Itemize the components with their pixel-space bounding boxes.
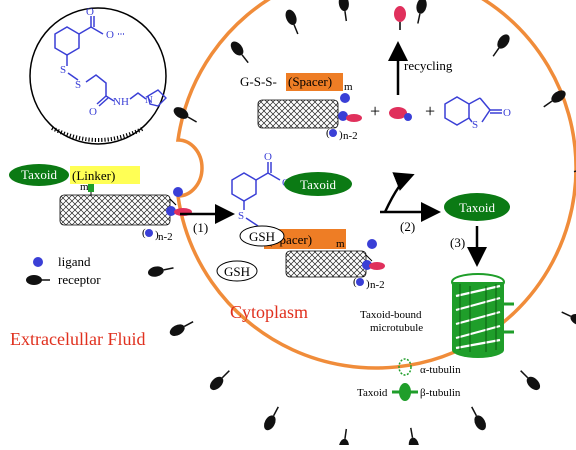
spacer-mid-subscript: m: [336, 238, 345, 250]
gsh-label-2: GSH: [224, 264, 250, 279]
receptor-head: [264, 415, 276, 431]
nanotube-n2-top: n-2: [343, 130, 358, 142]
receptor-stalk: [187, 116, 197, 123]
step1-label: (1): [193, 220, 208, 235]
legend-receptor-label: receptor: [58, 272, 101, 287]
step2-branch-arrow: [383, 172, 415, 213]
spacer-top-subscript: m: [344, 81, 353, 93]
receptor-head: [408, 437, 420, 450]
receptor-head: [230, 41, 244, 56]
taxoid-released-label: Taxoid: [459, 200, 495, 215]
svg-text:(: (: [353, 276, 357, 288]
alpha-tubulin-label: α-tubulin: [420, 364, 461, 376]
receptor-stalk: [417, 13, 421, 24]
receptor-head: [526, 376, 541, 391]
thiolactone-s-label: S: [472, 119, 478, 131]
receptor-head: [338, 438, 349, 450]
svg-text:(: (: [142, 227, 146, 239]
receptor-stalk: [543, 100, 553, 108]
receptor-stalk: [520, 370, 529, 379]
receptor-head: [169, 324, 185, 336]
svg-text:): ): [366, 278, 370, 290]
plus-sign-1: +: [370, 101, 380, 121]
receptor-stalk: [163, 267, 174, 271]
svg-text:O: O: [106, 29, 114, 41]
receptor-stalk: [272, 406, 279, 417]
free-receptor: [389, 107, 412, 121]
step3-label: (3): [450, 235, 465, 250]
svg-text:O: O: [89, 106, 97, 118]
cytoplasm-label: Cytoplasm: [230, 302, 308, 322]
released-products: G-S-S- (Spacer) m ( ) n-2 + + S O recy: [240, 6, 511, 142]
receptor-stalk: [293, 24, 299, 35]
linker-subscript: m: [80, 181, 89, 193]
receptor-stalk: [492, 47, 500, 57]
receptor-head: [551, 90, 566, 103]
legend: ligand receptor: [26, 254, 101, 287]
receptor-stalk: [410, 427, 414, 438]
extracellular-conjugate: Taxoid (Linker) m ( ) n-2: [9, 164, 192, 243]
legend-receptor-swatch: [26, 275, 50, 285]
taxoid-extracellular-label: Taxoid: [21, 167, 57, 182]
receptor-head: [474, 415, 486, 431]
mid-s1-label: S: [238, 210, 244, 222]
receptor-stalk: [241, 54, 249, 64]
taxoid-bound-label-2: microtubule: [370, 322, 423, 334]
receptor-stalk: [221, 370, 230, 379]
receptor-head: [173, 107, 189, 119]
receptor-head: [416, 0, 427, 14]
legend-ligand-swatch: [33, 257, 43, 267]
taxoid-tubulin-label: Taxoid: [357, 387, 388, 399]
inset-o-label: O: [86, 6, 94, 18]
spacer-top-label: (Spacer): [288, 74, 332, 89]
receptor-stalk: [183, 321, 194, 328]
receptor-stalk: [344, 10, 348, 22]
svg-text:): ): [155, 229, 159, 241]
microtubule: [451, 273, 514, 358]
thiolactone-o-label: O: [503, 107, 511, 119]
plus-sign-2: +: [425, 101, 435, 121]
inset-s2-label: S: [75, 79, 81, 91]
nanotube-n2-mid: n-2: [370, 279, 385, 291]
legend-ligand-label: ligand: [58, 254, 91, 269]
receptor-stalk: [344, 428, 348, 440]
released-taxoid: Taxoid: [444, 193, 510, 221]
nanotube-n2-left: n-2: [158, 231, 173, 243]
inset-nh-label: NH: [113, 96, 129, 108]
gsh-label-1: GSH: [249, 229, 275, 244]
receptor-head: [570, 314, 576, 326]
recycling-label: recycling: [404, 58, 453, 73]
internalized-conjugate: O O S S Taxoid (Spacer) m GSH GSH ( ) n-…: [216, 151, 385, 291]
inset-linker-structure: O O S S O NH N: [29, 6, 167, 145]
receptor-stalk: [471, 406, 478, 417]
thiolactone: S O: [444, 96, 511, 131]
receptor-head: [285, 9, 297, 25]
receptor-head: [338, 0, 349, 12]
beta-tubulin-label: β-tubulin: [420, 387, 461, 399]
mid-o-label: O: [264, 151, 272, 163]
step2-label: (2): [400, 219, 415, 234]
tubulin-legend: α-tubulin β-tubulin Taxoid: [357, 358, 461, 401]
receptor-head: [148, 266, 164, 277]
membrane-receptors: [148, 0, 576, 450]
taxoid-middle-label: Taxoid: [300, 177, 336, 192]
inset-s1-label: S: [60, 64, 66, 76]
gss-prefix-label: G-S-S-: [240, 74, 277, 89]
alpha-tubulin-swatch: [398, 358, 412, 376]
receptor-head: [209, 376, 224, 391]
extracellular-fluid-label: Extracelullar Fluid: [10, 329, 145, 349]
receptor-head: [497, 34, 510, 49]
linker-label: (Linker): [72, 168, 115, 183]
receptor-stalk: [561, 311, 572, 317]
svg-text:): ): [339, 129, 343, 141]
recycled-receptor: [394, 6, 406, 30]
svg-text:(: (: [326, 127, 330, 139]
taxoid-bound-label-1: Taxoid-bound: [360, 309, 422, 321]
